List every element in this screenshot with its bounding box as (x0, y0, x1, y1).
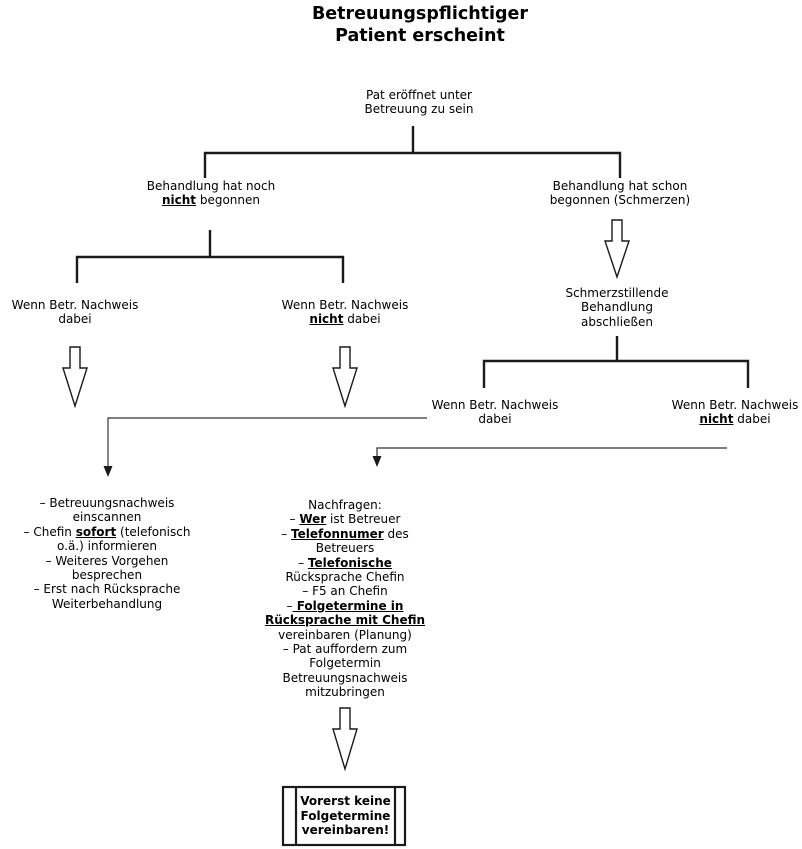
flow-arrowhead-icon (372, 456, 382, 467)
down-arrow-icon (604, 219, 630, 280)
down-arrow-icon (62, 346, 88, 409)
flow-arrowhead-icon (103, 466, 113, 477)
down-arrow-icon (332, 707, 358, 772)
top-bracket-line (203, 151, 622, 178)
final-box-outline (281, 785, 407, 847)
right-bracket-line (482, 359, 750, 388)
down-arrow-icon (332, 346, 358, 409)
list-actions-proof-absent: Nachfragen:– Wer ist Betreuer– Telefonnu… (264, 498, 426, 700)
flow-line-proof-present-right (107, 417, 427, 468)
left-bracket-line (75, 255, 345, 283)
flow-line-proof-absent-right (376, 447, 727, 458)
